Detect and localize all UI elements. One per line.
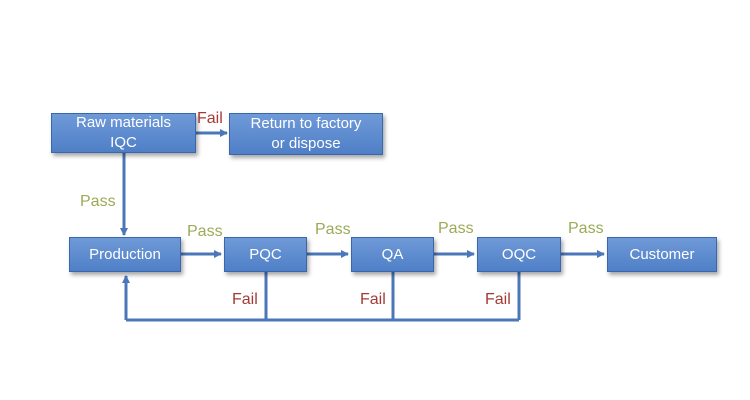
node-production-label: Production	[89, 245, 161, 263]
label-fail-oqc: Fail	[485, 291, 511, 308]
label-pass-pqc: Pass	[315, 221, 351, 238]
node-customer-label: Customer	[629, 245, 695, 263]
label-fail-pqc: Fail	[232, 291, 258, 308]
node-qa-label: QA	[381, 245, 404, 263]
node-return-line1: Return to factory	[250, 115, 362, 132]
node-oqc-label: OQC	[501, 245, 537, 263]
node-iqc-line2: IQC	[110, 134, 137, 151]
label-fail-iqc: Fail	[197, 110, 223, 127]
node-production: Production	[69, 237, 181, 272]
label-pass-oqc: Pass	[568, 220, 604, 237]
node-return-to-factory: Return to factory or dispose	[229, 113, 383, 155]
label-fail-qa: Fail	[360, 291, 386, 308]
label-pass-production: Pass	[187, 223, 223, 240]
node-return-line2: or dispose	[271, 135, 341, 152]
label-pass-qa: Pass	[438, 220, 474, 237]
node-qa: QA	[351, 237, 434, 272]
node-iqc-line1: Raw materials	[75, 114, 172, 131]
label-pass-iqc: Pass	[80, 193, 116, 210]
node-customer: Customer	[607, 237, 717, 272]
node-raw-materials-iqc: Raw materials IQC	[51, 113, 196, 153]
node-pqc: PQC	[224, 237, 307, 272]
node-pqc-label: PQC	[249, 245, 282, 263]
node-oqc: OQC	[477, 237, 561, 272]
